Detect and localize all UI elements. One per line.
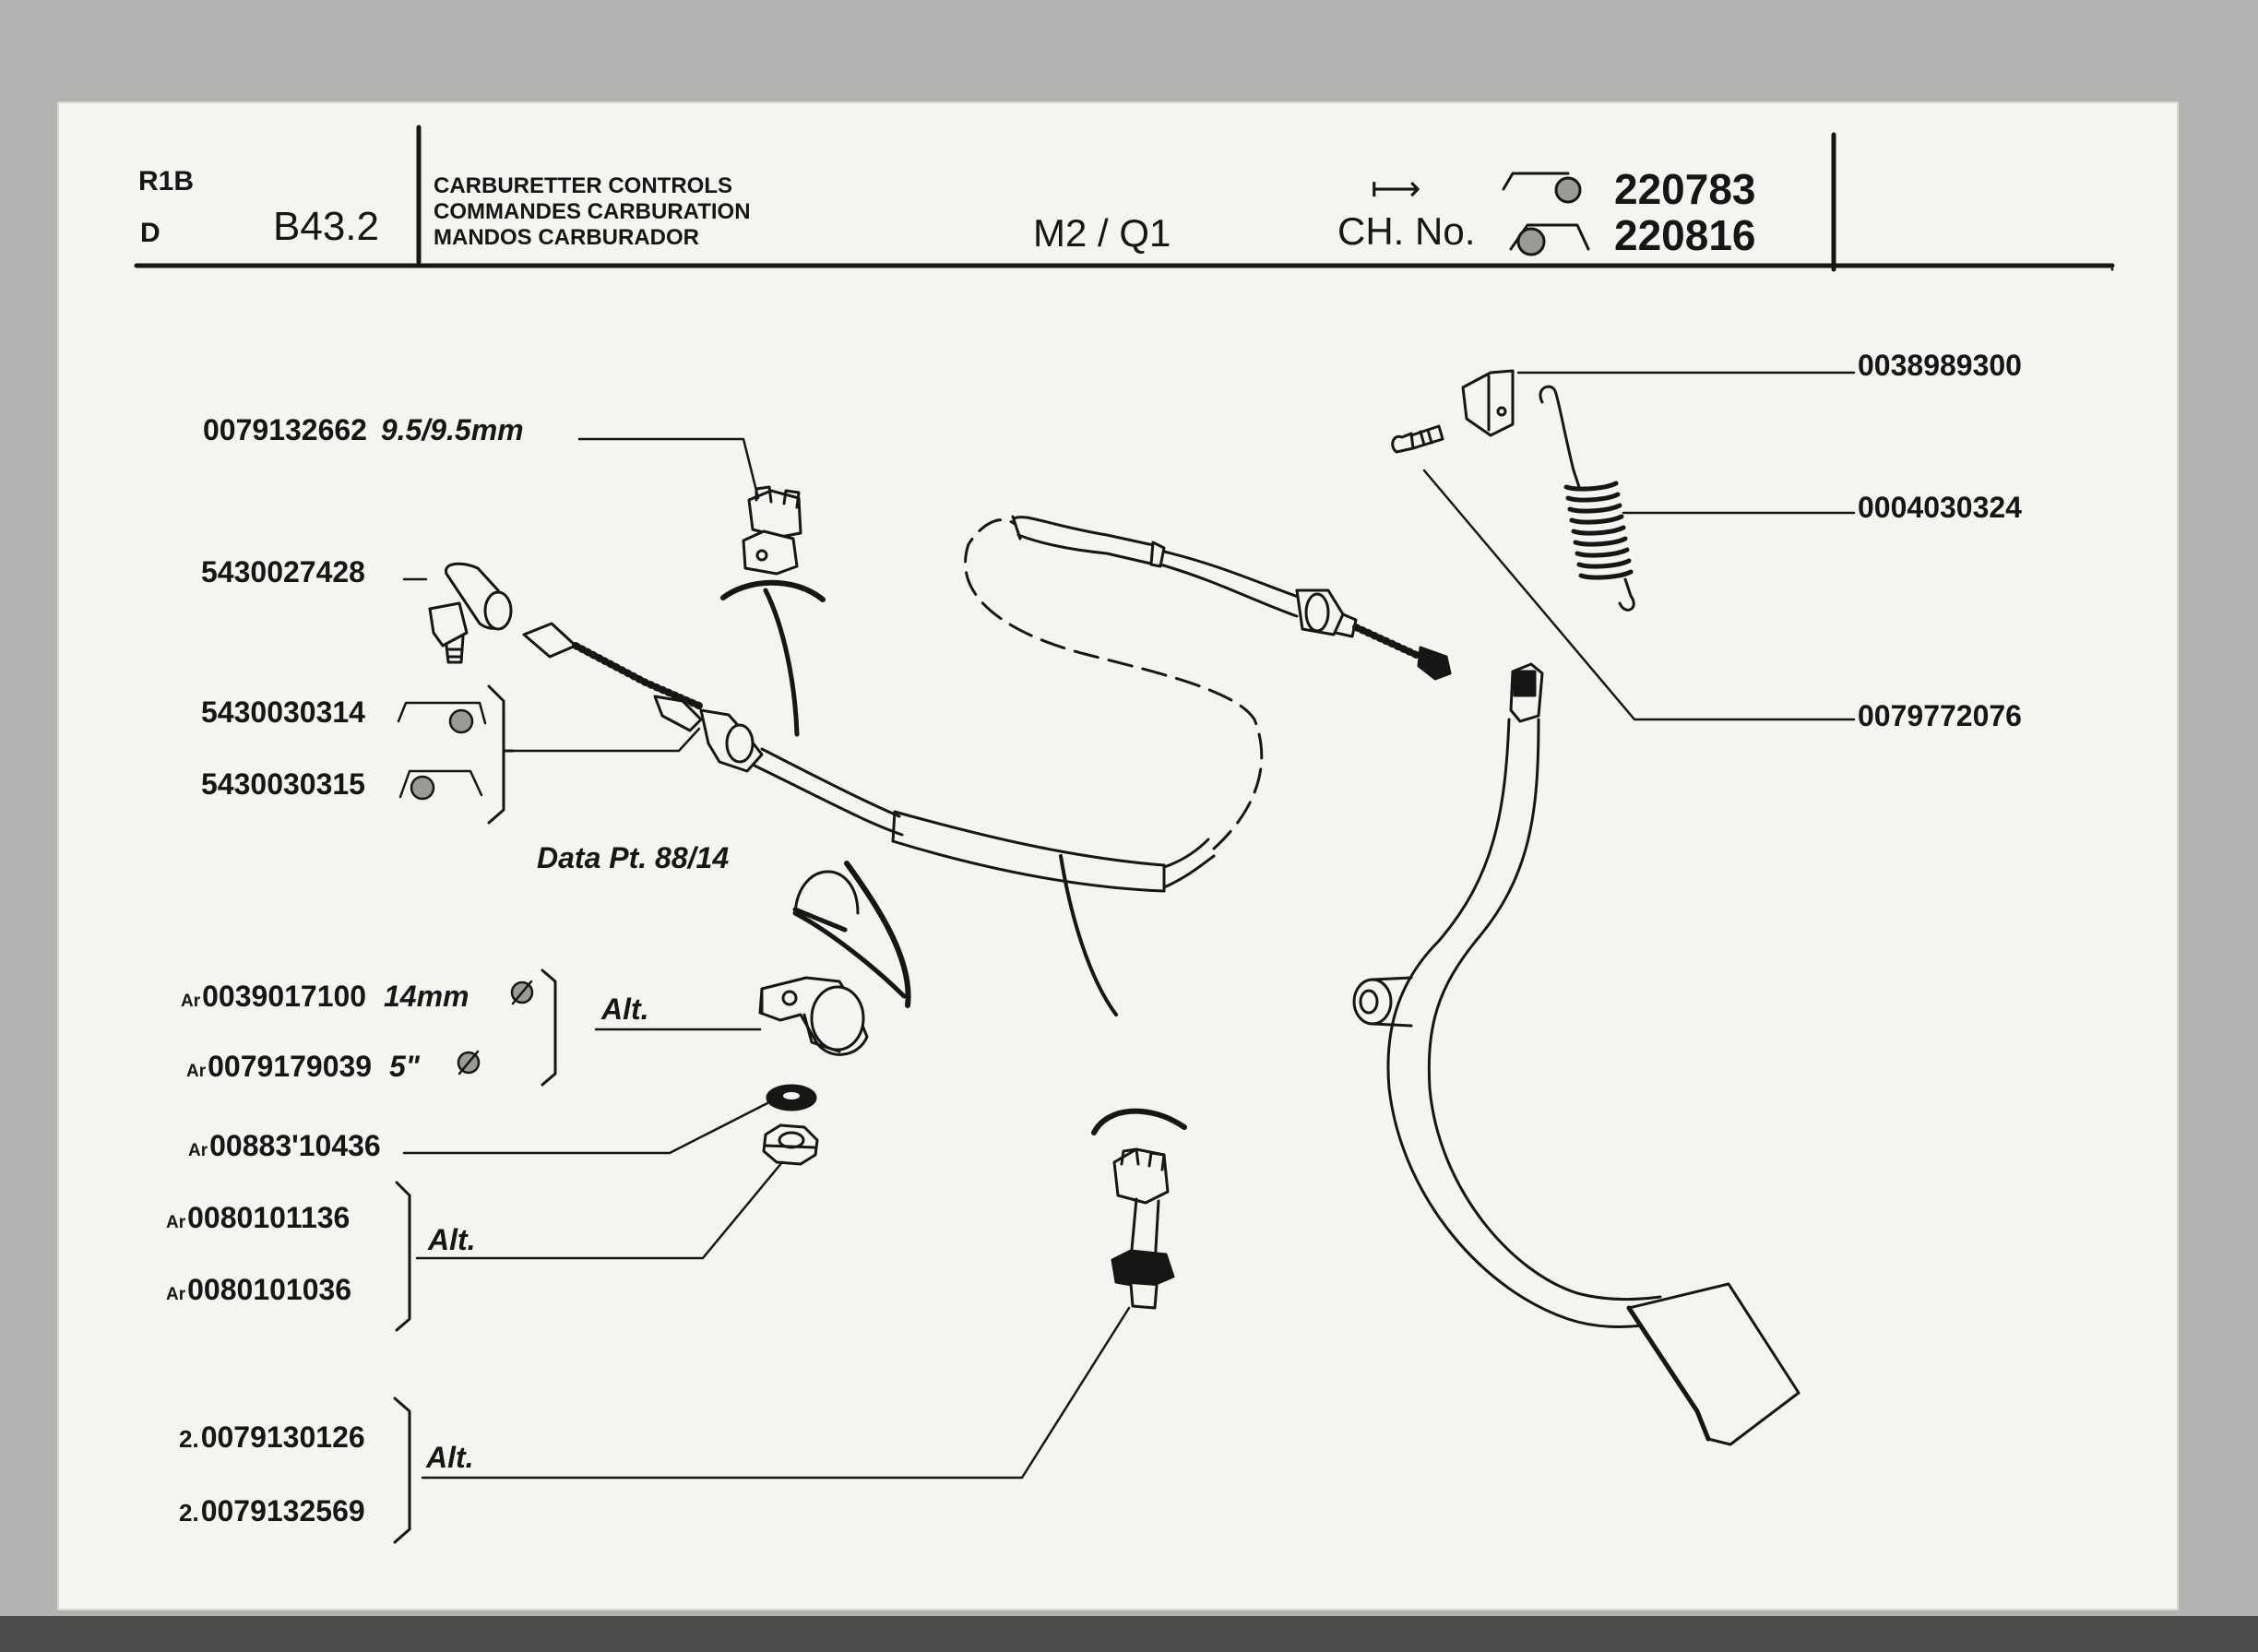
steering-rhd-icon [1502,172,1582,204]
part-label-stud-b: 2.0079132569 [179,1496,365,1526]
market-code: D [140,218,160,248]
model-code: R1B [138,166,195,196]
steering-lhd-icon [398,769,483,801]
circle-slash-icon [457,1050,481,1076]
part-label-bracket-b: Ar0079179039 5" [186,1052,420,1081]
steering-rhd-icon [397,701,487,734]
part-prefix: Ar [166,1213,186,1232]
part-prefix: Ar [188,1141,208,1160]
pedal-bracket-part [1461,369,1515,437]
title-spanish: MANDOS CARBURADOR [434,225,699,250]
circle-slash-icon [510,980,534,1005]
part-number: 0080101136 [187,1201,351,1234]
group-code: B43.2 [273,204,379,249]
parts-sheet [59,103,2177,1609]
alt-label-stud: Alt. [426,1441,474,1474]
part-spec: 5" [388,1050,420,1083]
swivel-part [428,562,513,664]
alt-label-bracket: Alt. [601,992,649,1026]
part-number: 0079132662 [203,413,367,446]
part-number: 0079179039 [208,1050,373,1083]
part-number: 0080101036 [187,1273,352,1306]
part-label-cable-lhd: 5430030315 [201,767,365,801]
part-label-cable-rhd: 5430030314 [201,695,365,729]
part-number: 0079132569 [200,1494,365,1527]
variant-code: M2 / Q1 [1033,211,1171,255]
title-english: CARBURETTER CONTROLS [434,173,732,198]
part-prefix: 2. [179,1499,199,1527]
part-label-pin: 0079772076 [1858,699,2022,732]
bottom-strip [0,1616,2258,1652]
part-prefix: Ar [181,992,201,1011]
part-label-spring: 0004030324 [1858,491,2022,524]
washer-part [766,1084,817,1111]
chassis-label: CH. No. [1337,209,1476,253]
accelerator-cable [522,515,1452,893]
part-number: 00883'10436 [209,1129,381,1162]
part-label-swivel: 5430027428 [201,555,365,588]
part-label-pedal-bracket: 0038989300 [1858,349,2022,382]
part-number: 0039017100 [202,980,367,1013]
accelerator-pedal [1352,662,1800,1446]
part-prefix: 2. [179,1425,199,1453]
part-label-washer: Ar00883'10436 [188,1131,381,1160]
chassis-number-lhd: 220816 [1614,211,1756,259]
part-spec: 14mm [383,980,469,1013]
part-label-clip-top: 0079132662 9.5/9.5mm [203,415,524,445]
lower-clip-part [1059,854,1187,1310]
top-clip-part [720,485,826,737]
pivot-pin-part [1391,424,1444,454]
chassis-arrow-icon: ⟼ [1371,170,1421,208]
chassis-number-rhd: 220783 [1614,165,1756,213]
leader-lines [402,371,1856,1480]
part-number: 0079130126 [200,1420,365,1454]
part-prefix: Ar [166,1285,186,1304]
part-label-stud-a: 2.0079130126 [179,1422,365,1452]
part-label-nut-a: Ar0080101136 [166,1203,350,1232]
title-french: COMMANDES CARBURATION [434,199,751,224]
bracket-clip-part [758,861,911,1056]
return-spring-part [1539,385,1635,612]
steering-lhd-icon [1509,223,1590,256]
nut-part [762,1123,819,1166]
part-label-bracket-a: Ar0039017100 14mm [181,981,469,1011]
part-prefix: Ar [186,1062,207,1081]
cable-note: Data Pt. 88/14 [537,841,730,874]
alt-label-nut: Alt. [428,1223,476,1256]
header-rules [134,125,2115,272]
group-braces [393,684,557,1544]
part-spec: 9.5/9.5mm [380,413,524,446]
part-label-nut-b: Ar0080101036 [166,1275,351,1304]
